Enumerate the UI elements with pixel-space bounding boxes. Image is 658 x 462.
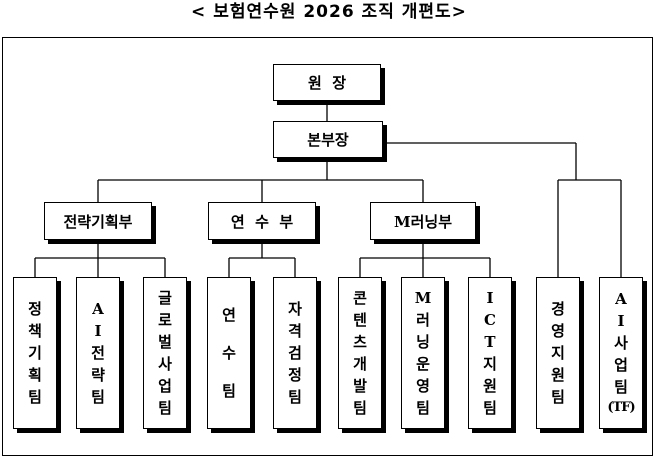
team-global-label: 글로벌사업팀 xyxy=(158,289,172,417)
team-global: 글로벌사업팀 xyxy=(143,277,187,429)
node-director-label: 원 장 xyxy=(307,74,347,92)
team-training-label: 연수팀 xyxy=(222,306,236,400)
team-ict: ICT지원팀 xyxy=(468,277,512,429)
team-content-label: 콘텐츠개발팀 xyxy=(353,289,367,417)
node-strategy: 전략기획부 xyxy=(44,202,152,240)
node-mlearning-label: M러닝부 xyxy=(393,212,452,231)
team-ai-strategy-label: AI전략팀 xyxy=(91,300,105,406)
team-ai-business-tag: (TF) xyxy=(607,400,635,415)
team-mlearning-ops-label: M러닝운영팀 xyxy=(414,289,432,417)
node-vice-director-label: 본부장 xyxy=(307,131,349,149)
node-training: 연 수 부 xyxy=(208,202,316,240)
team-ict-label: ICT지원팀 xyxy=(483,289,497,417)
node-director: 원 장 xyxy=(273,64,381,101)
team-mlearning-ops: M러닝운영팀 xyxy=(401,277,445,429)
team-certification-label: 자격검정팀 xyxy=(288,300,302,406)
diagram-frame xyxy=(2,37,653,456)
node-vice-director: 본부장 xyxy=(273,121,383,158)
team-policy-label: 정책기획팀 xyxy=(28,300,42,406)
node-strategy-label: 전략기획부 xyxy=(63,212,133,231)
team-training: 연수팀 xyxy=(207,277,251,429)
team-certification: 자격검정팀 xyxy=(273,277,317,429)
team-policy: 정책기획팀 xyxy=(13,277,57,429)
node-mlearning: M러닝부 xyxy=(370,202,476,240)
team-ai-business: AI사업팀 (TF) xyxy=(599,277,643,429)
node-training-label: 연 수 부 xyxy=(230,212,294,231)
team-management-label: 경영지원팀 xyxy=(551,300,565,406)
team-content: 콘텐츠개발팀 xyxy=(338,277,382,429)
team-management: 경영지원팀 xyxy=(536,277,580,429)
team-ai-strategy: AI전략팀 xyxy=(76,277,120,429)
chart-title: < 보험연수원 2026 조직 개편도> xyxy=(191,2,467,22)
team-ai-business-label: AI사업팀 xyxy=(614,290,628,396)
